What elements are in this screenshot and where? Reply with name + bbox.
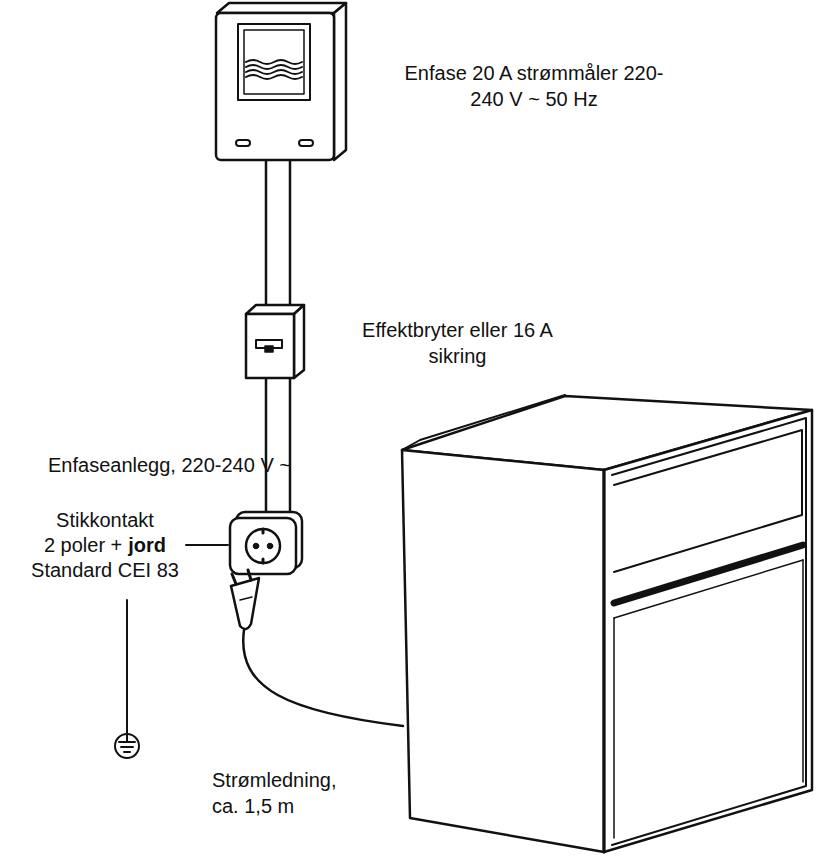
built-in-oven xyxy=(402,395,812,852)
earth-symbol xyxy=(115,600,139,758)
socket-label: Stikkontakt xyxy=(30,507,180,533)
socket-standard-label: Standard CEI 83 xyxy=(22,557,188,583)
meter-label: Enfase 20 A strømmåler 220-240 V ~ 50 Hz xyxy=(398,60,670,112)
leader-line xyxy=(186,544,228,546)
wall-socket xyxy=(230,512,302,574)
socket-earth-label: jord xyxy=(128,532,166,558)
cord-label: Strømledning, ca. 1,5 m xyxy=(212,767,362,819)
circuit-breaker xyxy=(246,305,304,378)
installation-label: Enfaseanlegg, 220-240 V ~ xyxy=(48,452,291,478)
electricity-meter xyxy=(216,3,346,160)
breaker-label: Effektbryter eller 16 A sikring xyxy=(335,317,580,369)
socket-poles-label: 2 poler + xyxy=(44,532,122,558)
plug-and-cord xyxy=(231,570,403,726)
